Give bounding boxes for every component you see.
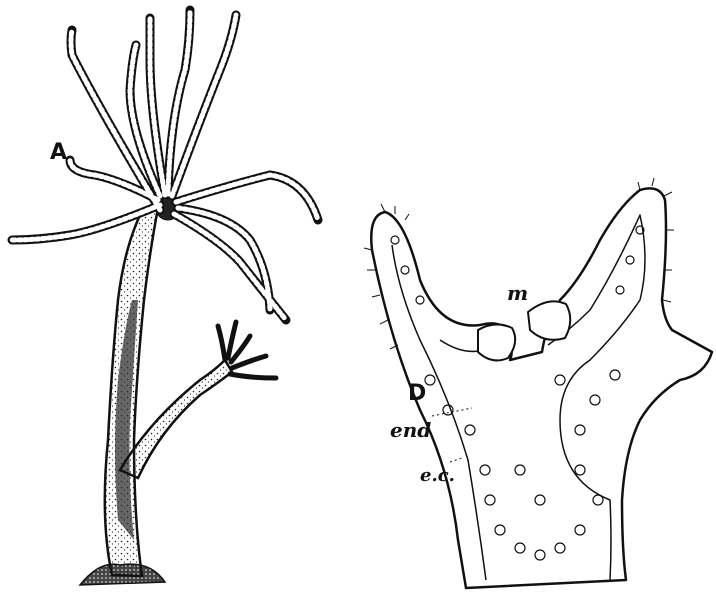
label-m: m xyxy=(507,283,528,303)
hydra-tentacles xyxy=(12,10,318,320)
label-a: A xyxy=(50,142,67,164)
label-end: end xyxy=(390,420,431,440)
label-d: D xyxy=(408,383,426,405)
hydra-figure-a xyxy=(12,10,318,585)
label-ec: e.c. xyxy=(420,467,455,485)
